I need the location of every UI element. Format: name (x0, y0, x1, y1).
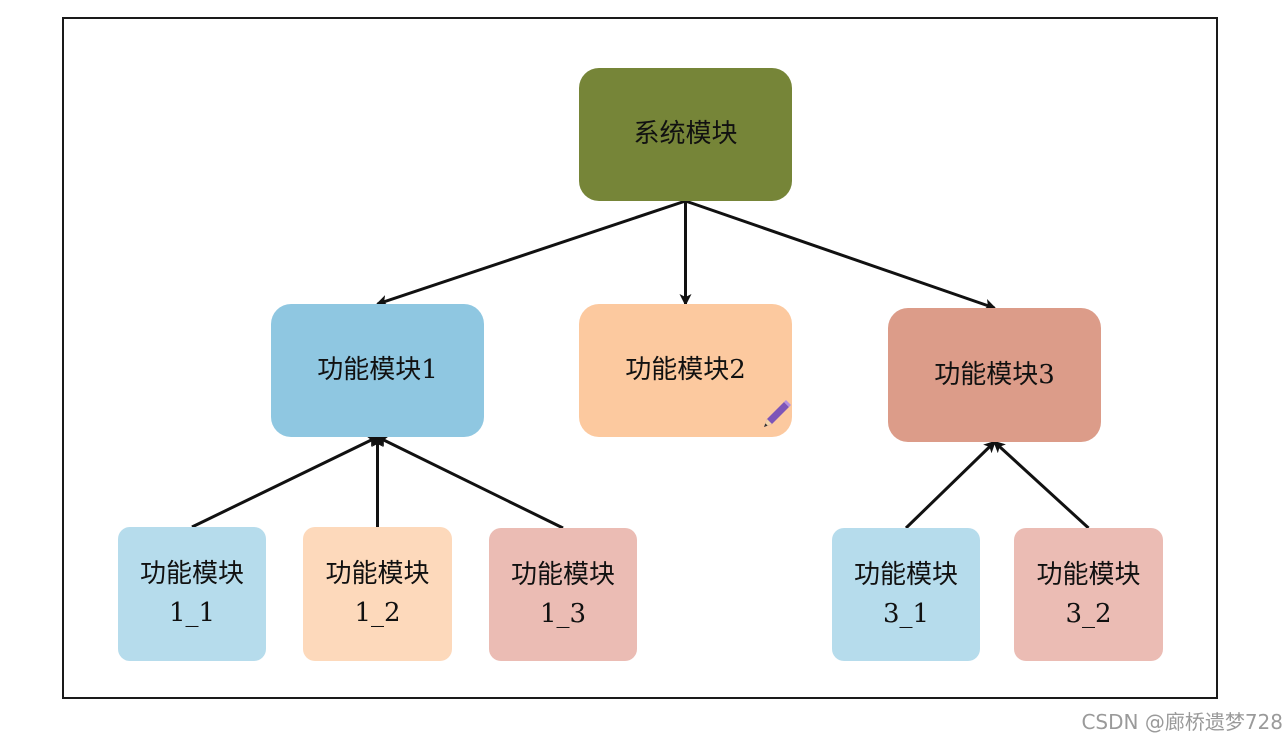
node-function-module-3-1[interactable]: 功能模块 3_1 (832, 528, 980, 661)
watermark: CSDN @廊桥遗梦728 (1081, 710, 1283, 734)
node-function-module-1[interactable]: 功能模块1 (271, 304, 484, 437)
node-function-module-2[interactable]: 功能模块2 (579, 304, 792, 437)
pencil-icon[interactable] (758, 397, 794, 433)
node-function-module-1-1[interactable]: 功能模块 1_1 (118, 527, 266, 661)
node-function-module-1-2[interactable]: 功能模块 1_2 (303, 527, 452, 661)
node-label: 功能模块 1_3 (510, 559, 615, 629)
node-label: 功能模块 3_1 (853, 559, 958, 629)
node-function-module-1-3[interactable]: 功能模块 1_3 (489, 528, 637, 661)
node-function-module-3[interactable]: 功能模块3 (888, 308, 1101, 442)
node-function-module-3-2[interactable]: 功能模块 3_2 (1014, 528, 1163, 661)
node-system-module[interactable]: 系统模块 (579, 68, 792, 201)
node-label: 功能模块1 (317, 355, 438, 385)
node-label: 功能模块2 (625, 355, 746, 385)
node-label: 功能模块3 (934, 359, 1055, 390)
node-label: 功能模块 1_2 (325, 559, 430, 628)
node-label: 系统模块 (633, 119, 738, 149)
node-label: 功能模块 3_2 (1036, 559, 1141, 629)
node-label: 功能模块 1_1 (139, 559, 244, 628)
